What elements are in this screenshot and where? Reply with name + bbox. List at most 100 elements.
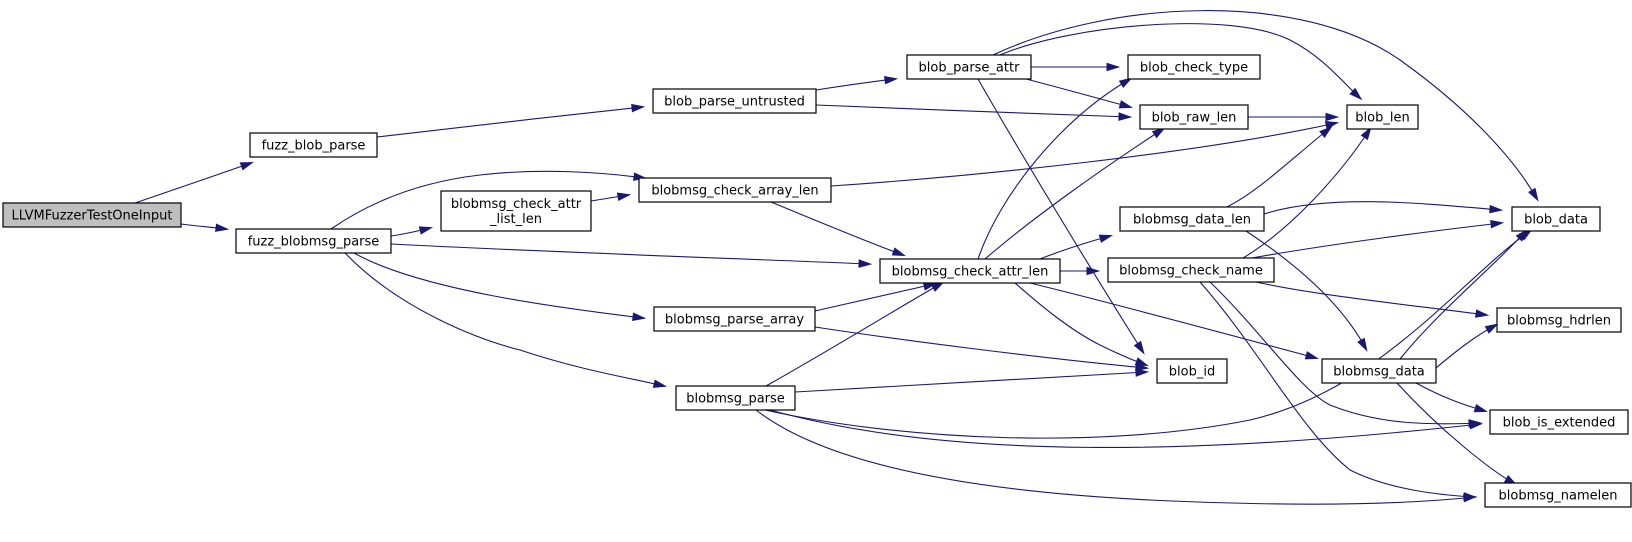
node-box (653, 306, 816, 332)
node-label: fuzz_blob_parse (262, 139, 366, 154)
arrowhead (215, 223, 230, 232)
node-label: blobmsg_check_array_len (651, 184, 818, 199)
arrowhead (652, 379, 668, 388)
arrowhead (1118, 112, 1133, 121)
node-blobmsg-data[interactable]: blobmsg_data (1321, 358, 1437, 384)
node-label: blob_parse_attr (919, 61, 1021, 76)
node-fuzz-blobmsg-parse[interactable]: fuzz_blobmsg_parse (235, 228, 392, 254)
edge-blobmsg_parse_array-to-blob_id (814, 326, 1150, 372)
edge-line (1014, 282, 1147, 366)
edge-llvm-to-fuzz_blob_parse (134, 161, 254, 204)
node-blob-data[interactable]: blob_data (1511, 206, 1601, 232)
edge-line (1415, 382, 1486, 412)
node-label: blob_data (1524, 213, 1588, 228)
edge-blobmsg_check_array_len-to-blob_len (830, 121, 1340, 187)
node-label: blobmsg_hdrlen (1507, 314, 1611, 329)
arrowhead (418, 226, 434, 235)
edge-blobmsg_check_attr_len-to-blobmsg_data (1029, 282, 1319, 360)
nodes-layer: LLVMFuzzerTestOneInput fuzz_blob_parsefuz… (2, 54, 1632, 508)
edge-line (765, 282, 943, 387)
node-label: blobmsg_check_name (1119, 264, 1263, 279)
arrowhead (1463, 492, 1478, 501)
arrowhead (1490, 219, 1505, 229)
edge-line (1399, 230, 1527, 360)
node-blobmsg-check-attr-list-len[interactable]: blobmsg_check_attr_list_len (440, 190, 592, 232)
node-blob-raw-len[interactable]: blob_raw_len (1139, 104, 1249, 130)
node-blob-parse-attr[interactable]: blob_parse_attr (906, 54, 1032, 80)
edge-blobmsg_data-to-blob_is_extended (1415, 382, 1489, 413)
edge-line (1199, 281, 1475, 498)
arrowhead (1357, 337, 1368, 352)
arrowhead (1133, 340, 1145, 355)
edge-line (999, 23, 1361, 99)
node-blobmsg-check-name[interactable]: blobmsg_check_name (1107, 257, 1275, 283)
edge-blob_raw_len-to-blob_len (1248, 112, 1340, 122)
node-label: LLVMFuzzerTestOneInput (12, 209, 173, 224)
node-box (1496, 307, 1622, 333)
node-box (440, 190, 592, 232)
arrowhead (1319, 126, 1333, 138)
node-blobmsg-parse[interactable]: blobmsg_parse (675, 385, 796, 411)
arrowhead (1324, 121, 1340, 130)
edge-line (992, 10, 1538, 200)
arrowhead (1106, 62, 1121, 72)
node-blob-parse-untrusted[interactable]: blob_parse_untrusted (652, 88, 817, 114)
edge-line (764, 230, 1531, 439)
node-label: blob_check_type (1140, 61, 1248, 76)
arrowhead (1135, 368, 1150, 377)
node-box (652, 88, 817, 114)
edge-blobmsg_data-to-blobmsg_hdrlen (1435, 323, 1499, 369)
node-blob-id[interactable]: blob_id (1156, 358, 1228, 384)
edge-line (815, 78, 896, 91)
node-box (906, 54, 1032, 80)
edge-blob_parse_untrusted-to-blob_parse_attr (815, 75, 899, 91)
edge-line (1039, 235, 1111, 260)
node-label: blobmsg_parse_array (665, 313, 804, 328)
node-blobmsg-namelen[interactable]: blobmsg_namelen (1484, 482, 1632, 508)
edge-line (390, 243, 870, 265)
node-label: blobmsg_data (1333, 365, 1425, 380)
edge-line (1209, 281, 1480, 425)
node-box (879, 258, 1061, 284)
edge-blobmsg_data_len-to-blob_len (1226, 126, 1333, 208)
node-fuzz-blob-parse[interactable]: fuzz_blob_parse (249, 132, 378, 158)
edge-blob_parse_attr-to-blob_data (992, 10, 1539, 202)
node-label: blob_is_extended (1503, 416, 1616, 431)
node-blobmsg-hdrlen[interactable]: blobmsg_hdrlen (1496, 307, 1622, 333)
edge-line (330, 170, 645, 230)
edge-fuzz_blobmsg_parse-to-blobmsg_parse (344, 252, 668, 388)
edge-blobmsg_check_attr_len-to-blobmsg_check_name (1059, 266, 1101, 276)
node-label: blobmsg_check_attr (451, 197, 582, 212)
edge-fuzz_blobmsg_parse-to-blobmsg_check_attr_list_len (390, 226, 434, 237)
edge-blob_parse_untrusted-to-blob_raw_len (815, 104, 1133, 121)
edge-line (794, 371, 1147, 393)
edge-blob_parse_attr-to-blob_id (977, 78, 1145, 355)
arrowhead (1489, 204, 1504, 214)
arrowhead (1304, 351, 1319, 360)
node-blobmsg-data-len[interactable]: blobmsg_data_len (1119, 206, 1265, 232)
node-box (1139, 104, 1249, 130)
arrowhead (1098, 234, 1114, 243)
node-blobmsg-check-attr-len[interactable]: blobmsg_check_attr_len (879, 258, 1061, 284)
arrowhead (1360, 126, 1372, 141)
edge-line (814, 326, 1147, 369)
node-blobmsg-parse-array[interactable]: blobmsg_parse_array (653, 306, 816, 332)
edge-blob_parse_attr-to-blob_len (999, 23, 1363, 101)
edge-line (1226, 127, 1331, 208)
arrowhead (884, 75, 899, 85)
node-blob-is-extended[interactable]: blob_is_extended (1489, 409, 1629, 435)
edge-line (984, 128, 1164, 260)
node-llvm[interactable]: LLVMFuzzerTestOneInput (2, 202, 182, 228)
arrowhead (632, 312, 647, 322)
edge-line (134, 162, 252, 204)
edge-blobmsg_data-to-blob_data (1399, 228, 1529, 360)
edge-llvm-to-fuzz_blobmsg_parse (180, 223, 230, 232)
node-label: blob_raw_len (1152, 111, 1237, 126)
node-blob-check-type[interactable]: blob_check_type (1127, 54, 1261, 80)
edge-line (830, 122, 1337, 187)
node-blobmsg-check-array-len[interactable]: blobmsg_check_array_len (638, 177, 832, 203)
node-blob-len[interactable]: blob_len (1346, 104, 1419, 130)
edge-line (815, 104, 1130, 118)
arrowhead (616, 192, 632, 201)
